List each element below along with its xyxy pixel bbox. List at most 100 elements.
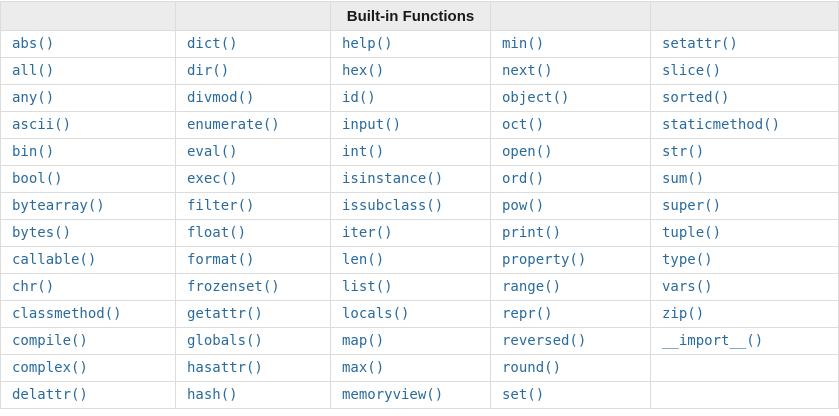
function-link[interactable]: hex(): [342, 63, 385, 79]
table-row: any() divmod() id() object() sorted(): [0, 84, 839, 112]
function-link[interactable]: max(): [342, 360, 385, 376]
function-link[interactable]: pow(): [502, 198, 545, 214]
table-cell: slice(): [650, 57, 839, 85]
function-link[interactable]: object(): [502, 90, 570, 106]
table-cell: issubclass(): [330, 192, 491, 220]
function-link[interactable]: sorted(): [662, 90, 730, 106]
function-link[interactable]: set(): [502, 387, 545, 403]
table-cell: vars(): [650, 273, 839, 301]
function-link[interactable]: next(): [502, 63, 553, 79]
function-link[interactable]: format(): [187, 252, 255, 268]
function-link[interactable]: abs(): [12, 36, 55, 52]
table-cell: property(): [490, 246, 651, 274]
function-link[interactable]: list(): [342, 279, 393, 295]
function-link[interactable]: bool(): [12, 171, 63, 187]
function-link[interactable]: memoryview(): [342, 387, 444, 403]
function-link[interactable]: min(): [502, 36, 545, 52]
table-cell: max(): [330, 354, 491, 382]
table-row: abs() dict() help() min() setattr(): [0, 30, 839, 58]
function-link[interactable]: iter(): [342, 225, 393, 241]
function-link[interactable]: zip(): [662, 306, 705, 322]
table-cell: memoryview(): [330, 381, 491, 409]
function-link[interactable]: ascii(): [12, 117, 72, 133]
table-row: compile() globals() map() reversed() __impor…: [0, 327, 839, 355]
function-link[interactable]: delattr(): [12, 387, 88, 403]
function-link[interactable]: hasattr(): [187, 360, 263, 376]
table-cell: dir(): [175, 57, 331, 85]
function-link[interactable]: len(): [342, 252, 385, 268]
table-cell-empty: [650, 354, 839, 382]
function-link[interactable]: compile(): [12, 333, 88, 349]
function-link[interactable]: round(): [502, 360, 562, 376]
table-cell: compile(): [0, 327, 176, 355]
table-row: callable() format() len() property() type(): [0, 246, 839, 274]
table-row: bin() eval() int() open() str(): [0, 138, 839, 166]
function-link[interactable]: any(): [12, 90, 55, 106]
function-link[interactable]: bin(): [12, 144, 55, 160]
function-link[interactable]: str(): [662, 144, 705, 160]
table-cell: enumerate(): [175, 111, 331, 139]
table-row: complex() hasattr() max() round(): [0, 354, 839, 382]
function-link[interactable]: eval(): [187, 144, 238, 160]
function-link[interactable]: classmethod(): [12, 306, 122, 322]
function-link[interactable]: input(): [342, 117, 402, 133]
function-link[interactable]: dir(): [187, 63, 230, 79]
table-cell: hasattr(): [175, 354, 331, 382]
table-cell: __import__(): [650, 327, 839, 355]
function-link[interactable]: filter(): [187, 198, 255, 214]
function-link[interactable]: getattr(): [187, 306, 263, 322]
function-link[interactable]: __import__(): [662, 333, 764, 349]
function-link[interactable]: locals(): [342, 306, 410, 322]
function-link[interactable]: sum(): [662, 171, 705, 187]
function-link[interactable]: ord(): [502, 171, 545, 187]
function-link[interactable]: int(): [342, 144, 385, 160]
function-link[interactable]: chr(): [12, 279, 55, 295]
function-link[interactable]: issubclass(): [342, 198, 444, 214]
function-link[interactable]: bytearray(): [12, 198, 105, 214]
function-link[interactable]: vars(): [662, 279, 713, 295]
table-cell: open(): [490, 138, 651, 166]
function-link[interactable]: enumerate(): [187, 117, 280, 133]
function-link[interactable]: exec(): [187, 171, 238, 187]
table-row: bool() exec() isinstance() ord() sum(): [0, 165, 839, 193]
table-cell: round(): [490, 354, 651, 382]
function-link[interactable]: frozenset(): [187, 279, 280, 295]
table-row: all() dir() hex() next() slice(): [0, 57, 839, 85]
function-link[interactable]: globals(): [187, 333, 263, 349]
function-link[interactable]: bytes(): [12, 225, 72, 241]
function-link[interactable]: help(): [342, 36, 393, 52]
header-cell-empty: [175, 1, 331, 31]
function-link[interactable]: callable(): [12, 252, 97, 268]
function-link[interactable]: map(): [342, 333, 385, 349]
function-link[interactable]: tuple(): [662, 225, 722, 241]
table-cell: any(): [0, 84, 176, 112]
function-link[interactable]: all(): [12, 63, 55, 79]
function-link[interactable]: range(): [502, 279, 562, 295]
function-link[interactable]: dict(): [187, 36, 238, 52]
function-link[interactable]: divmod(): [187, 90, 255, 106]
function-link[interactable]: complex(): [12, 360, 88, 376]
function-link[interactable]: setattr(): [662, 36, 738, 52]
function-link[interactable]: id(): [342, 90, 376, 106]
table-cell-empty: [650, 381, 839, 409]
function-link[interactable]: repr(): [502, 306, 553, 322]
function-link[interactable]: float(): [187, 225, 247, 241]
table-cell: str(): [650, 138, 839, 166]
function-link[interactable]: hash(): [187, 387, 238, 403]
table-row: chr() frozenset() list() range() vars(): [0, 273, 839, 301]
table-cell: oct(): [490, 111, 651, 139]
function-link[interactable]: reversed(): [502, 333, 587, 349]
function-link[interactable]: oct(): [502, 117, 545, 133]
function-link[interactable]: super(): [662, 198, 722, 214]
table-cell: sorted(): [650, 84, 839, 112]
header-cell-empty: [0, 1, 176, 31]
table-row: delattr() hash() memoryview() set(): [0, 381, 839, 409]
function-link[interactable]: slice(): [662, 63, 722, 79]
function-link[interactable]: print(): [502, 225, 562, 241]
function-link[interactable]: staticmethod(): [662, 117, 781, 133]
table-cell: iter(): [330, 219, 491, 247]
function-link[interactable]: isinstance(): [342, 171, 444, 187]
function-link[interactable]: open(): [502, 144, 553, 160]
function-link[interactable]: property(): [502, 252, 587, 268]
function-link[interactable]: type(): [662, 252, 713, 268]
